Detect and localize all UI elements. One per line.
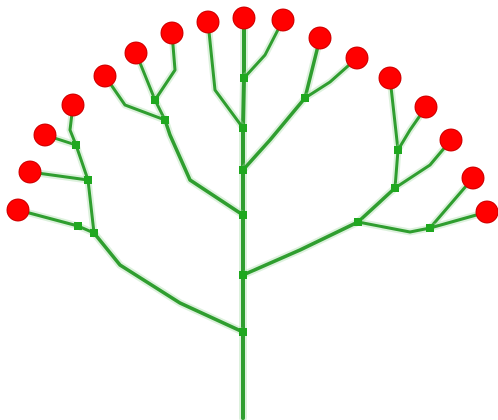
branch-mid-left-glow bbox=[165, 120, 243, 215]
junction-node-2 bbox=[239, 271, 247, 279]
junction-node-8 bbox=[74, 222, 82, 230]
leaf-node-2 bbox=[19, 161, 41, 183]
branch-lower-left-glow bbox=[94, 233, 243, 332]
junction-node-1 bbox=[239, 328, 247, 336]
leaf-node-11 bbox=[309, 27, 331, 49]
leaf-node-8 bbox=[197, 11, 219, 33]
junction-node-6 bbox=[240, 74, 248, 82]
leaf-node-5 bbox=[94, 65, 116, 87]
leaf-node-12 bbox=[346, 47, 368, 69]
leaf-node-17 bbox=[476, 201, 498, 223]
leaf-node-10 bbox=[272, 9, 294, 31]
branch-lower-right-glow bbox=[243, 188, 395, 275]
leaf-node-6 bbox=[125, 42, 147, 64]
branch-ll-to-leaf-17 bbox=[18, 210, 94, 233]
junction-node-11 bbox=[161, 116, 169, 124]
junction-node-3 bbox=[239, 211, 247, 219]
leaf-node-16 bbox=[462, 167, 484, 189]
leaf-node-15 bbox=[440, 129, 462, 151]
junction-node-5 bbox=[239, 124, 247, 132]
leaf-layer bbox=[7, 7, 498, 223]
junction-node-13 bbox=[301, 94, 309, 102]
junction-node-4 bbox=[239, 166, 247, 174]
junction-node-15 bbox=[391, 184, 399, 192]
branch-layer bbox=[18, 18, 487, 418]
leaf-node-9 bbox=[233, 7, 255, 29]
leaf-node-4 bbox=[62, 94, 84, 116]
leaf-node-13 bbox=[379, 67, 401, 89]
leaf-node-1 bbox=[7, 199, 29, 221]
branch-mid-left bbox=[165, 120, 243, 215]
junction-node-16 bbox=[394, 146, 402, 154]
leaf-node-7 bbox=[161, 22, 183, 44]
branch-lower-left bbox=[94, 233, 243, 332]
junction-node-7 bbox=[90, 229, 98, 237]
junction-node-12 bbox=[151, 96, 159, 104]
branch-mid-right bbox=[243, 38, 320, 170]
branch-trunk-upper-left bbox=[208, 22, 243, 128]
junction-node-10 bbox=[72, 141, 80, 149]
leaf-node-3 bbox=[34, 124, 56, 146]
leaf-node-14 bbox=[415, 96, 437, 118]
junction-node-14 bbox=[354, 218, 362, 226]
junction-node-9 bbox=[84, 176, 92, 184]
branch-mid-right-glow bbox=[243, 38, 320, 170]
junction-node-17 bbox=[426, 224, 434, 232]
